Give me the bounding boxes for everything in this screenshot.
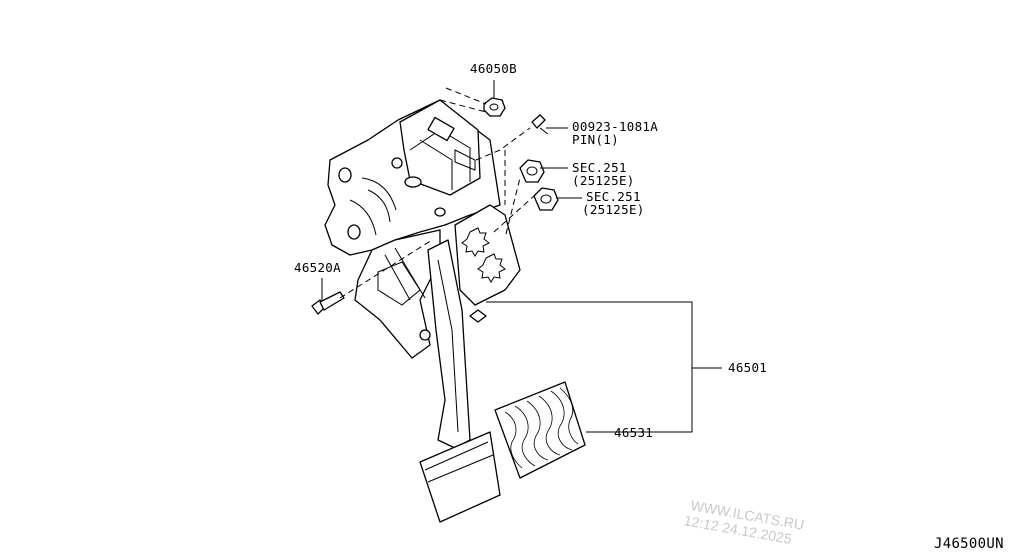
pedal-pad-46531 <box>494 381 586 479</box>
brake-pedal <box>419 239 501 523</box>
bolt-46520a <box>311 291 345 315</box>
pin-00923-1081a <box>531 114 549 135</box>
leader-lines <box>321 80 722 433</box>
switch-sec251-lower <box>533 187 559 211</box>
label-46050b: 46050B <box>470 61 517 76</box>
label-pin-desc: PIN(1) <box>572 132 619 147</box>
label-sec1-ref: SEC.251 <box>572 160 627 175</box>
watermark: WWW.ILCATS.RU 12:12 24.12.2025 <box>683 497 806 547</box>
diagram-code: J46500UN <box>934 536 1004 552</box>
label-46501: 46501 <box>728 360 767 375</box>
label-sec2-ref: SEC.251 <box>586 189 641 204</box>
label-sec2-code: (25125E) <box>582 202 645 217</box>
switch-mount-plate <box>454 204 521 306</box>
nut-46050b <box>483 97 506 117</box>
switch-sec251-upper <box>519 159 545 183</box>
label-46531: 46531 <box>614 425 653 440</box>
label-sec1-code: (25125E) <box>572 173 635 188</box>
pivot-bolt <box>469 309 487 323</box>
label-pin-part: 00923-1081A <box>572 119 658 134</box>
callout-labels: 46050B 00923-1081A PIN(1) SEC.251 (25125… <box>294 61 767 440</box>
pedal-bracket <box>324 99 501 359</box>
label-46520a: 46520A <box>294 260 341 275</box>
